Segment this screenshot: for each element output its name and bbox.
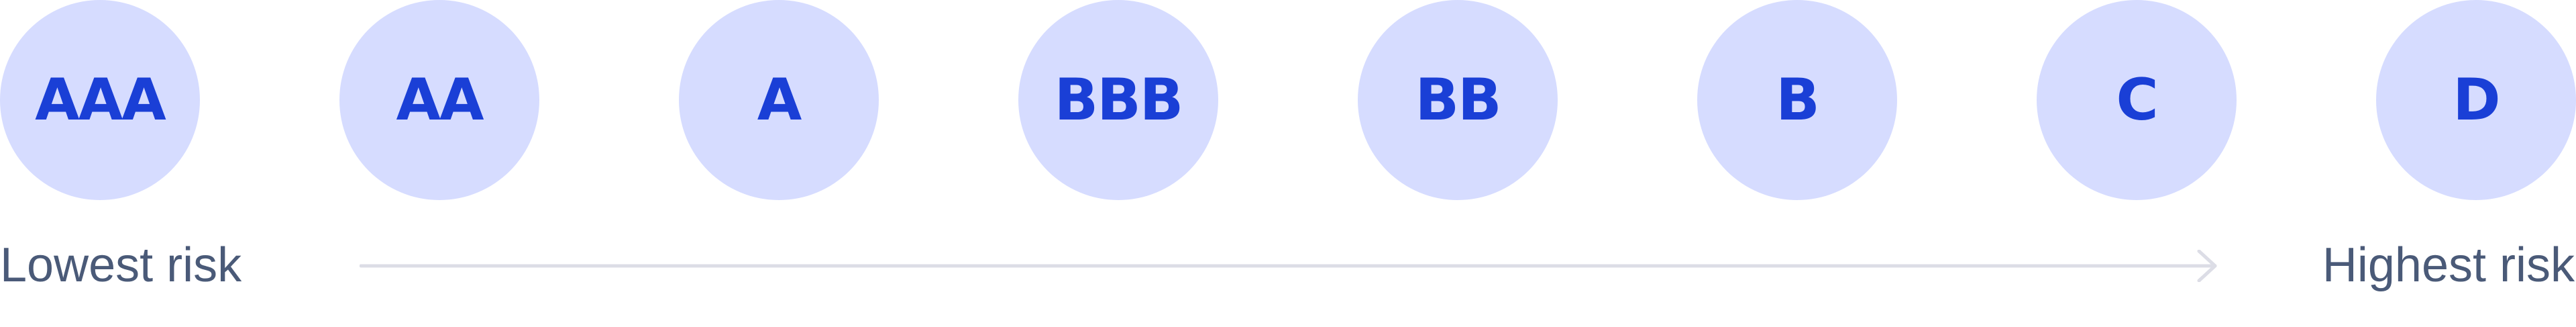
rating-label: AAA [35,66,166,134]
rating-circle-b: B [1697,0,1897,200]
rating-circle-aaa: AAA [0,0,200,200]
rating-circle-d: D [2376,0,2576,200]
lowest-risk-label: Lowest risk [0,238,242,292]
rating-circle-a: A [679,0,879,200]
rating-circle-bb: BB [1358,0,1558,200]
rating-label: BBB [1054,66,1184,134]
rating-label: AA [396,66,484,134]
highest-risk-label: Highest risk [2322,238,2575,292]
rating-label: B [1776,66,1820,134]
rating-label: A [757,66,802,134]
rating-label: C [2116,66,2158,134]
rating-scale: AAA AA A BBB BB B C D [0,0,2576,200]
rating-circle-bbb: BBB [1018,0,1218,200]
risk-direction-arrow-icon [360,250,2217,282]
rating-label: D [2453,66,2500,134]
rating-label: BB [1415,66,1501,134]
rating-circle-c: C [2037,0,2237,200]
arrow-head [2197,250,2217,282]
rating-circle-aa: AA [339,0,539,200]
